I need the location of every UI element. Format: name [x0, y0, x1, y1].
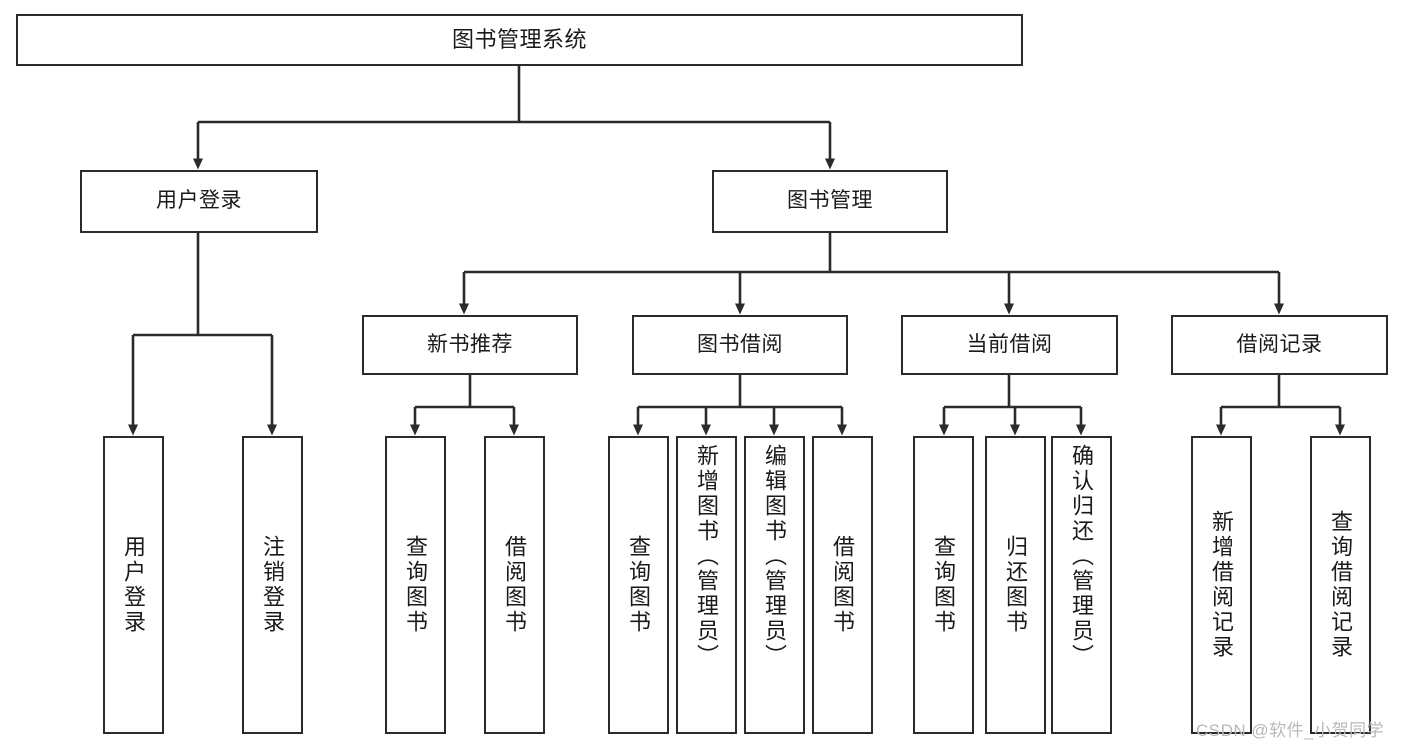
leaf-query-book-borrow-label: 查询图书	[626, 535, 652, 635]
leaf-add-book-label: 新增图书（管理员）	[694, 444, 720, 669]
node-new-book-recommend[interactable]: 新书推荐	[362, 315, 578, 375]
leaf-confirm-return-label: 确认归还（管理员）	[1069, 444, 1095, 669]
node-root-system[interactable]: 图书管理系统	[16, 14, 1023, 66]
node-book-borrow[interactable]: 图书借阅	[632, 315, 848, 375]
leaf-edit-book[interactable]: 编辑图书（管理员）	[744, 436, 805, 734]
leaf-add-borrow-record[interactable]: 新增借阅记录	[1191, 436, 1252, 734]
node-user-login[interactable]: 用户登录	[80, 170, 318, 233]
leaf-query-book-borrow[interactable]: 查询图书	[608, 436, 669, 734]
node-book-manage[interactable]: 图书管理	[712, 170, 948, 233]
leaf-return-book-label: 归还图书	[1003, 535, 1029, 635]
node-book-borrow-label: 图书借阅	[697, 332, 783, 356]
leaf-query-borrow-record[interactable]: 查询借阅记录	[1310, 436, 1371, 734]
leaf-return-book[interactable]: 归还图书	[985, 436, 1046, 734]
leaf-edit-book-label: 编辑图书（管理员）	[762, 444, 788, 669]
leaf-query-book-current[interactable]: 查询图书	[913, 436, 974, 734]
csdn-watermark: CSDN @软件_小贺同学	[1196, 721, 1385, 740]
node-root-system-label: 图书管理系统	[451, 27, 587, 53]
node-current-borrow-label: 当前借阅	[966, 332, 1053, 356]
leaf-add-borrow-record-label: 新增借阅记录	[1209, 510, 1235, 660]
leaf-query-book-recommend[interactable]: 查询图书	[385, 436, 446, 734]
leaf-user-login[interactable]: 用户登录	[103, 436, 164, 734]
node-book-manage-label: 图书管理	[787, 189, 873, 213]
leaf-query-borrow-record-label: 查询借阅记录	[1328, 510, 1354, 660]
leaf-user-login-label: 用户登录	[121, 535, 147, 635]
leaf-borrow-book-borrow-label: 借阅图书	[830, 535, 856, 635]
leaf-borrow-book-recommend-label: 借阅图书	[502, 535, 528, 635]
node-current-borrow[interactable]: 当前借阅	[901, 315, 1118, 375]
node-borrow-record-label: 借阅记录	[1236, 332, 1323, 356]
node-user-login-label: 用户登录	[156, 189, 242, 213]
leaf-logout-login[interactable]: 注销登录	[242, 436, 303, 734]
node-new-book-recommend-label: 新书推荐	[427, 332, 513, 356]
leaf-borrow-book-borrow[interactable]: 借阅图书	[812, 436, 873, 734]
leaf-query-book-current-label: 查询图书	[931, 535, 957, 635]
leaf-confirm-return[interactable]: 确认归还（管理员）	[1051, 436, 1112, 734]
leaf-query-book-recommend-label: 查询图书	[403, 535, 429, 635]
leaf-borrow-book-recommend[interactable]: 借阅图书	[484, 436, 545, 734]
leaf-logout-login-label: 注销登录	[260, 535, 286, 635]
node-borrow-record[interactable]: 借阅记录	[1171, 315, 1388, 375]
leaf-add-book[interactable]: 新增图书（管理员）	[676, 436, 737, 734]
